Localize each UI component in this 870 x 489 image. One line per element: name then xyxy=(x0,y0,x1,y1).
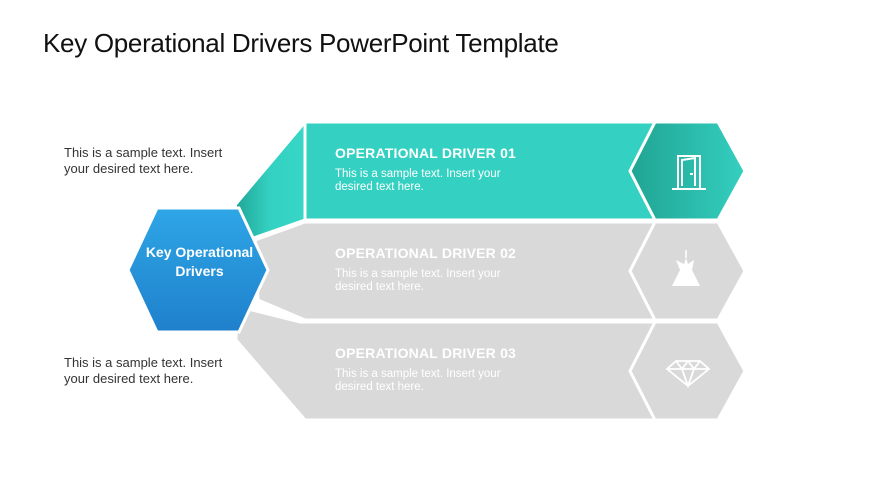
center-label: Key Operational Drivers xyxy=(145,244,254,279)
side-text-bottom: This is a sample text. Insert your desir… xyxy=(64,355,223,386)
driver-1-title: OPERATIONAL DRIVER 01 xyxy=(335,145,517,161)
driver-2-title: OPERATIONAL DRIVER 02 xyxy=(335,245,517,261)
driver-3-title: OPERATIONAL DRIVER 03 xyxy=(335,345,517,361)
center-hex xyxy=(126,206,270,334)
driver-1-desc: This is a sample text. Insert your desir… xyxy=(335,168,501,193)
door-icon xyxy=(672,155,706,190)
driver-3-desc: This is a sample text. Insert your desir… xyxy=(335,368,501,393)
side-text-top: This is a sample text. Insert your desir… xyxy=(64,145,223,176)
driver-band-3 xyxy=(234,304,659,422)
diamond-icon xyxy=(665,359,711,389)
slide-title: Key Operational Drivers PowerPoint Templ… xyxy=(43,28,559,58)
driver-hex-1 xyxy=(628,120,747,222)
plant-dress-icon xyxy=(672,250,700,286)
driver-2-desc: This is a sample text. Insert your desir… xyxy=(335,268,501,293)
driver-hex-3 xyxy=(628,320,747,422)
